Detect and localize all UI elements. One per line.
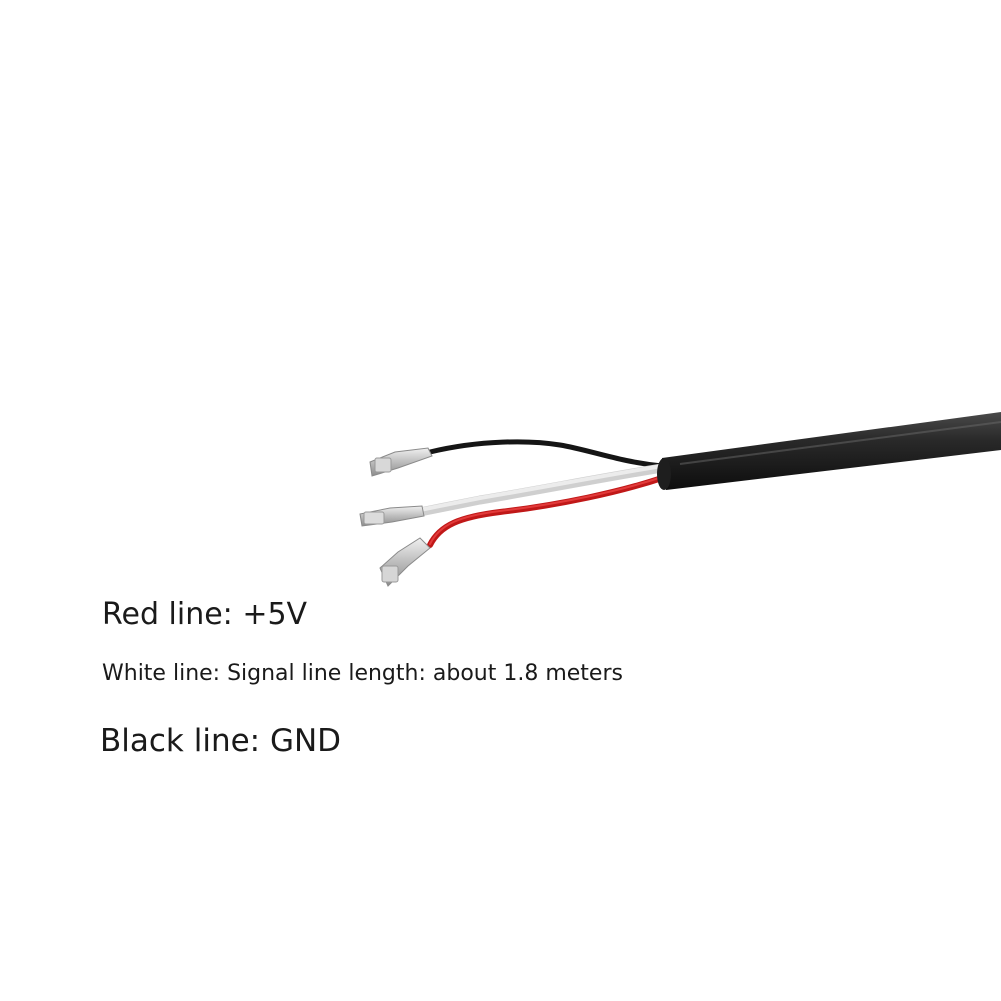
red-line-caption: Red line: +5V <box>102 597 308 632</box>
white-line-caption: White line: Signal line length: about 1.… <box>102 661 623 686</box>
cable-jacket <box>657 412 1001 490</box>
terminal-black-wire <box>369 447 433 477</box>
terminal-white-wire <box>359 505 425 527</box>
black-line-caption: Black line: GND <box>100 723 342 759</box>
black-wire <box>427 439 665 469</box>
white-wire <box>415 463 667 517</box>
red-wire <box>427 475 665 548</box>
terminal-red-wire <box>379 537 431 587</box>
